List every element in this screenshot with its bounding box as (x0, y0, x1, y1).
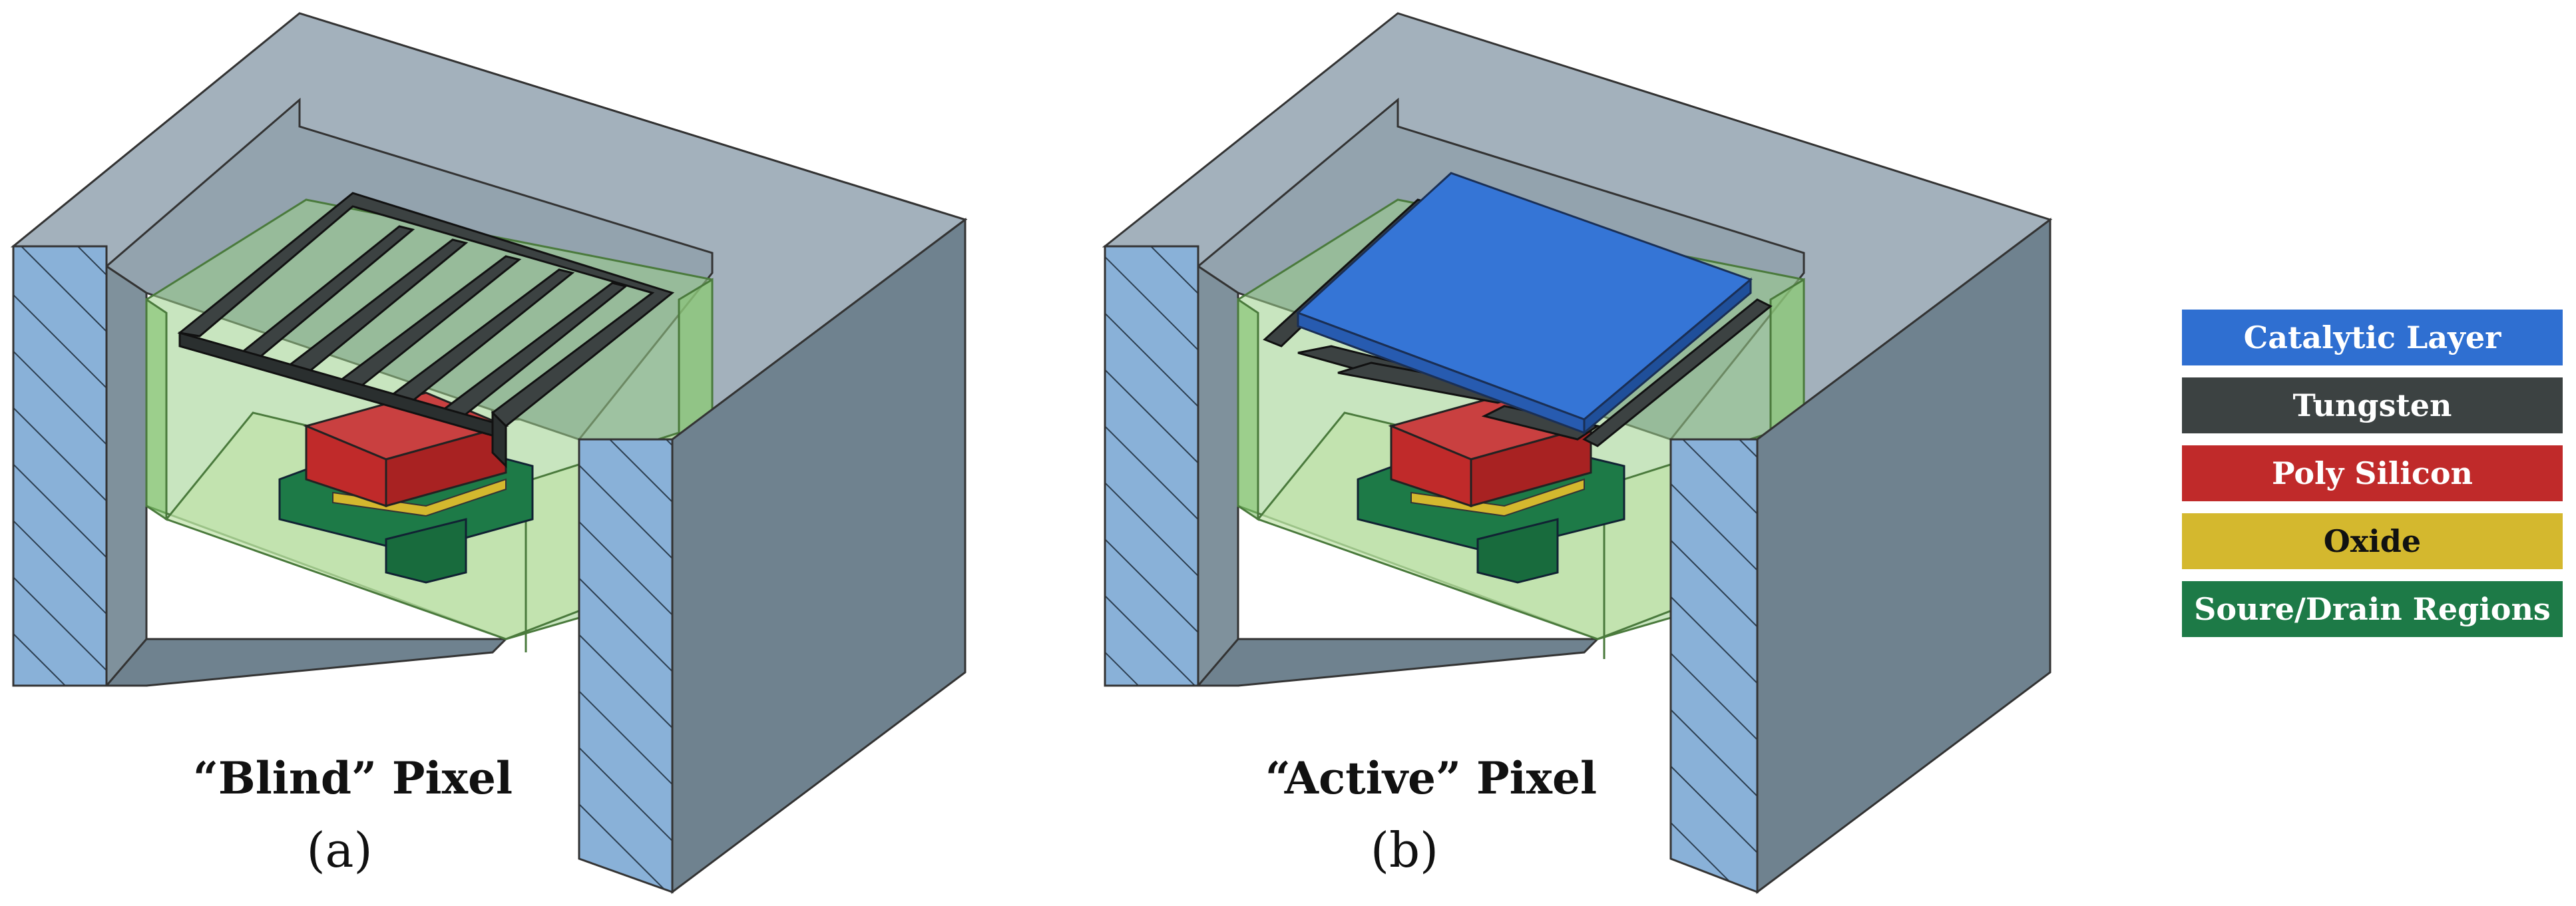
legend-label: Catalytic Layer (2243, 320, 2501, 355)
frame-left-floor (104, 638, 509, 687)
oxide-layer (1410, 478, 1585, 517)
legend-label: Poly Silicon (2271, 455, 2473, 491)
panel-a-title: “Blind” Pixel (192, 752, 513, 804)
blind-pixel-diagram (10, 12, 968, 894)
panel-b-label: (b) (1370, 822, 1439, 878)
panel-a-label: (a) (306, 822, 373, 878)
legend-item-tungsten: Tungsten (2182, 377, 2563, 433)
drain-region (385, 518, 467, 584)
panel-b-title: “Active” Pixel (1265, 752, 1598, 804)
glass-left (1237, 298, 1259, 521)
legend-item-oxide: Oxide (2182, 513, 2563, 569)
legend-item-poly-silicon: Poly Silicon (2182, 445, 2563, 501)
drain-region (1476, 518, 1559, 584)
frame-inner-left-wall (105, 264, 148, 687)
frame-left-cut (12, 245, 108, 687)
frame-right-cut (578, 438, 674, 894)
tungsten-grid (177, 192, 675, 469)
frame-inner-left-wall (1197, 264, 1239, 687)
legend-item-catalytic-layer: Catalytic Layer (2182, 310, 2563, 365)
oxide-layer (332, 478, 507, 517)
legend-label: Oxide (2323, 523, 2422, 559)
legend-label: Soure/Drain Regions (2194, 591, 2551, 627)
frame-left-cut (1104, 245, 1199, 687)
catalytic-layer-side (1583, 277, 1752, 435)
frame-right-cut (1669, 438, 1759, 894)
poly-silicon-side (385, 425, 507, 507)
frame-left-floor (1195, 638, 1600, 687)
legend-item-source-drain: Soure/Drain Regions (2182, 581, 2563, 637)
poly-silicon-side (1470, 425, 1592, 507)
glass-left (145, 298, 168, 521)
active-pixel-diagram (1102, 12, 2053, 894)
legend-label: Tungsten (2292, 387, 2452, 423)
